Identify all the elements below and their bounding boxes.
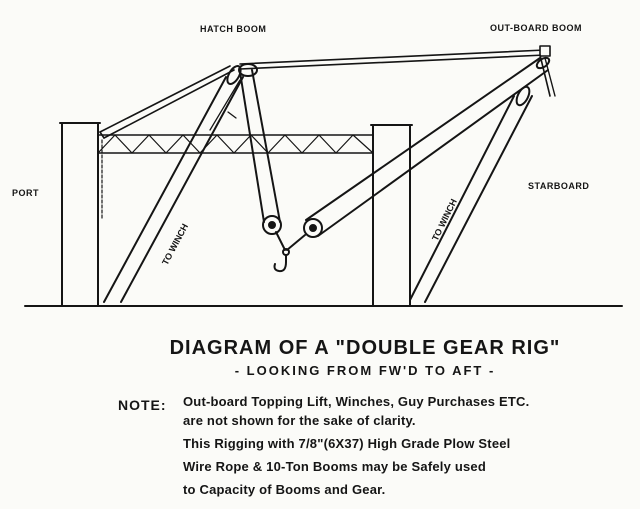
cargo-hook <box>273 231 306 273</box>
note-line: Wire Rope & 10-Ton Booms may be Safely u… <box>183 459 486 474</box>
port-label: PORT <box>12 188 40 198</box>
double-gear-rig-diagram <box>24 45 623 307</box>
outboard-boom-label: OUT-BOARD BOOM <box>490 23 582 33</box>
port-king-post <box>59 122 101 307</box>
cross-truss <box>97 134 374 154</box>
starboard-label: STARBOARD <box>528 181 590 191</box>
diagram-subtitle: - LOOKING FROM FW'D TO AFT - <box>234 363 496 378</box>
hatch-fall <box>238 63 282 235</box>
hatch-boom-label: HATCH BOOM <box>200 24 267 34</box>
span-wire <box>239 45 551 70</box>
note-line: to Capacity of Booms and Gear. <box>183 482 386 497</box>
hatch-topping-lift <box>99 65 235 139</box>
starboard-boom <box>409 85 533 303</box>
diagram-title: DIAGRAM OF A "DOUBLE GEAR RIG" <box>169 337 561 359</box>
note-line: Out-board Topping Lift, Winches, Guy Pur… <box>183 394 530 409</box>
outboard-boom <box>303 56 551 238</box>
note-label: NOTE: <box>118 397 167 413</box>
note-line: This Rigging with 7/8"(6X37) High Grade … <box>183 436 511 451</box>
starboard-king-post <box>370 124 413 307</box>
note-line: are not shown for the sake of clarity. <box>183 413 416 428</box>
hatch-boom <box>103 64 244 303</box>
